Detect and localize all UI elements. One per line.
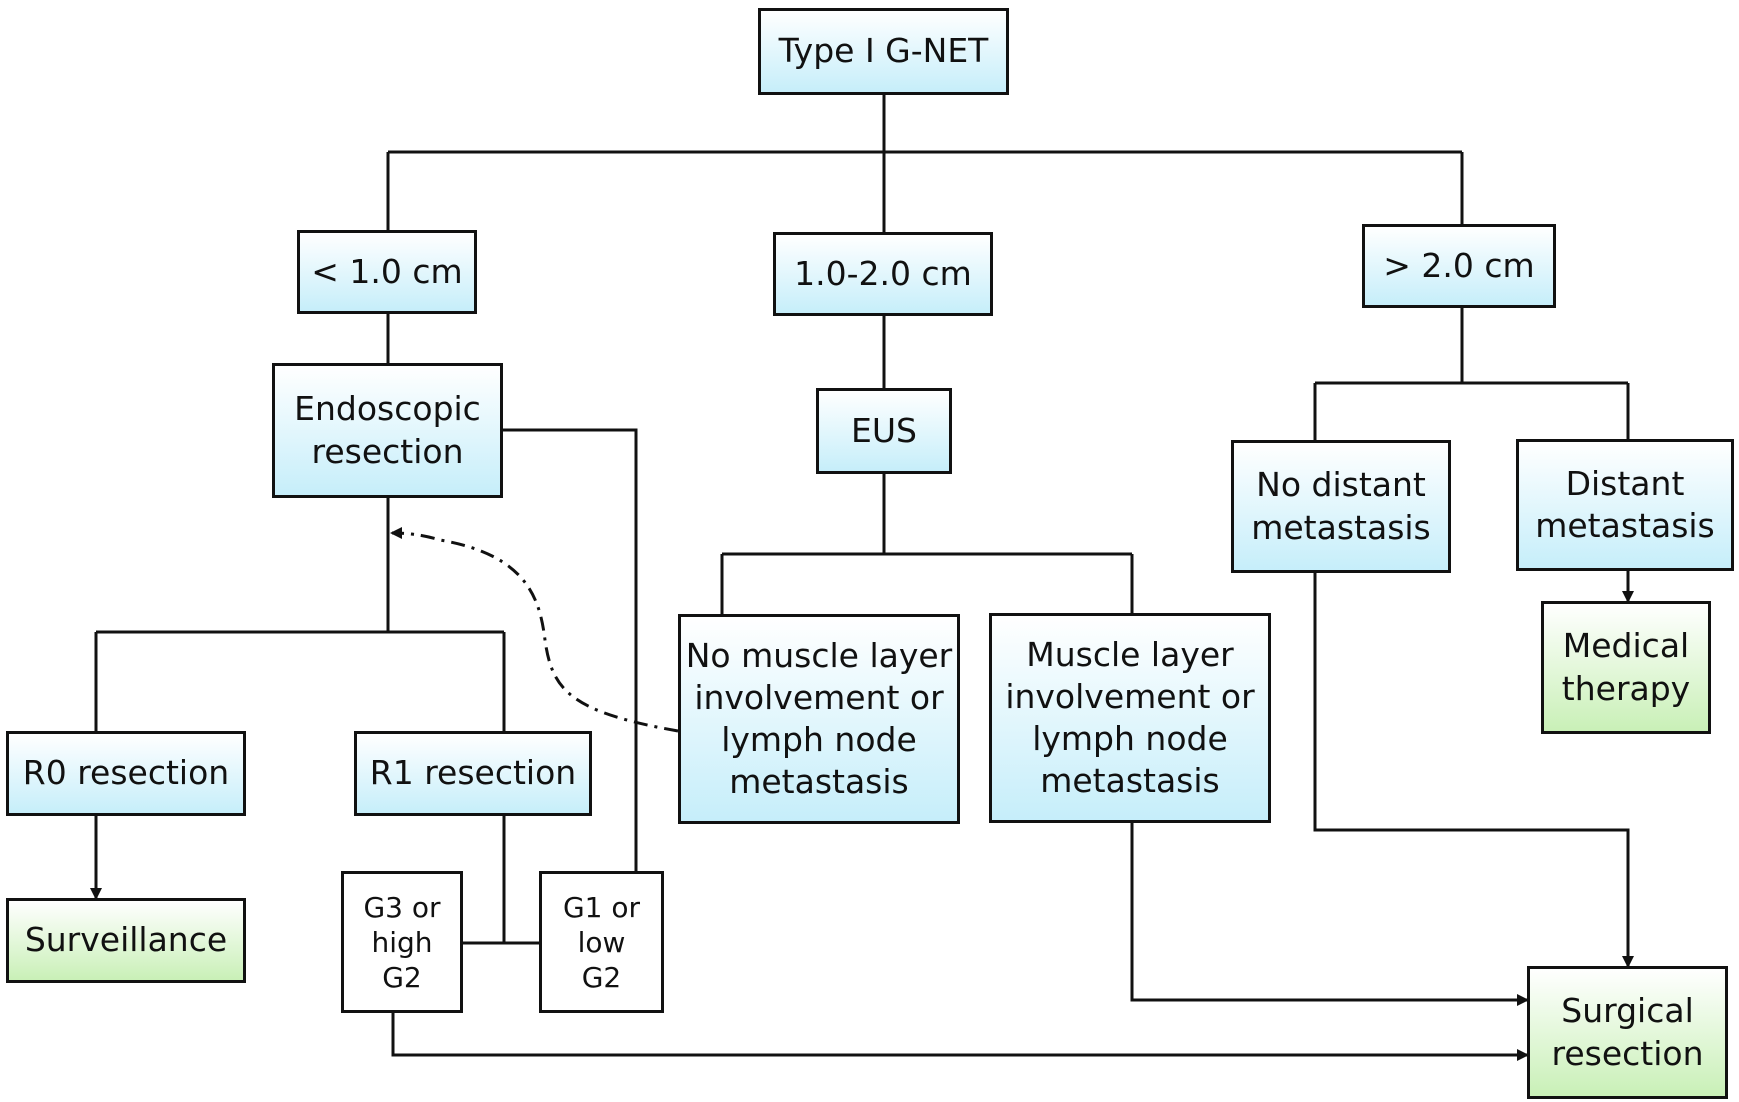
g3-high-g2-node: G3 or high G2 [341, 871, 463, 1013]
connector-nodist-surgical [1313, 573, 1634, 968]
distant-metastasis-node: Distant metastasis [1516, 439, 1734, 571]
r0-resection-node: R0 resection [6, 731, 246, 816]
connector-r1-grades [463, 816, 541, 945]
size-lt1-node: < 1.0 cm [297, 230, 477, 314]
connector-endo-g1 [502, 428, 638, 871]
size-1-2-node: 1.0-2.0 cm [773, 232, 993, 316]
no-distant-metastasis-node: No distant metastasis [1231, 440, 1451, 573]
eus-node: EUS [816, 388, 952, 474]
g1-low-g2-node: G1 or low G2 [539, 871, 664, 1013]
dashed-feedback-arrow [390, 527, 679, 733]
r1-resection-node: R1 resection [354, 731, 592, 816]
muscle-layer-node: Muscle layer involvement or lymph node m… [989, 613, 1271, 823]
endoscopic-resection-node: Endoscopic resection [272, 363, 503, 498]
surgical-resection-node: Surgical resection [1527, 966, 1728, 1099]
size-gt2-node: > 2.0 cm [1362, 224, 1556, 308]
connector-endo-split [94, 498, 506, 731]
connector-eus-split [720, 474, 1134, 614]
surveillance-node: Surveillance [6, 898, 246, 983]
medical-therapy-node: Medical therapy [1541, 601, 1711, 734]
type-i-gnet-node: Type I G-NET [758, 8, 1009, 95]
connector-muscle-surgical [1130, 822, 1529, 1006]
no-muscle-layer-node: No muscle layer involvement or lymph nod… [678, 614, 960, 824]
connector-gt2-split [1313, 308, 1630, 440]
connector-g3-surgical [391, 1013, 1529, 1061]
